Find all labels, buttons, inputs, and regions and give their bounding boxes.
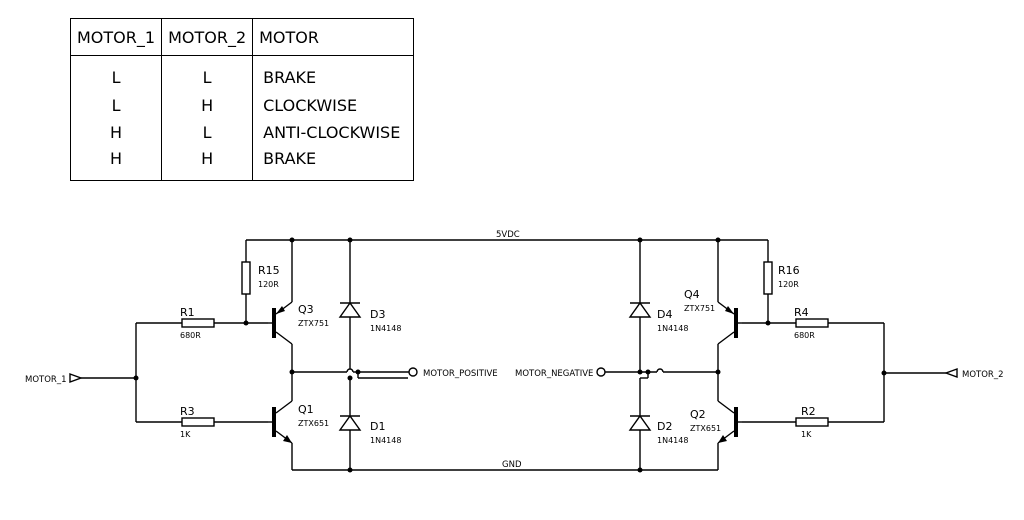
diode-d2 [628, 414, 652, 431]
transistor-q4-ref: Q4 [684, 288, 700, 301]
diode-d1-value: 1N4148 [370, 436, 401, 445]
cell-motor-state: ANTI-CLOCKWISE [252, 119, 415, 147]
resistor-r16-ref: R16 [778, 264, 800, 277]
cell-motor-state: BRAKE [252, 55, 415, 92]
resistor-r4 [795, 318, 829, 328]
transistor-q2 [717, 400, 742, 444]
diode-d2-ref: D2 [657, 420, 672, 433]
cell-motor-state: BRAKE [252, 146, 415, 181]
motor-1-port-label: MOTOR_1 [25, 375, 66, 385]
cell-motor-1: H [69, 146, 163, 181]
resistor-r15-ref: R15 [258, 264, 280, 277]
cell-motor-2: H [161, 146, 254, 181]
header-motor: MOTOR [252, 18, 415, 56]
resistor-r1-ref: R1 [180, 306, 195, 319]
cell-motor-2: L [161, 55, 254, 92]
motor-2-port-icon [943, 368, 958, 378]
motor-negative-terminal-icon [596, 367, 606, 377]
truth-table-header-row: MOTOR_1 MOTOR_2 MOTOR [69, 18, 415, 56]
resistor-r15-value: 120R [258, 280, 279, 289]
cell-motor-1: L [69, 91, 163, 119]
resistor-r2-ref: R2 [801, 405, 816, 418]
motor-positive-terminal-icon [408, 367, 418, 377]
resistor-r15 [241, 261, 251, 295]
cell-motor-2: L [161, 119, 254, 147]
cell-motor-2: H [161, 91, 254, 119]
transistor-q4-value: ZTX751 [684, 304, 715, 313]
diode-d4 [628, 301, 652, 318]
resistor-r4-value: 680R [794, 331, 815, 340]
transistor-q1-ref: Q1 [298, 403, 314, 416]
transistor-q3-value: ZTX751 [298, 319, 329, 328]
resistor-r2 [795, 417, 829, 427]
resistor-r4-ref: R4 [794, 306, 809, 319]
table-row: H L ANTI-CLOCKWISE [69, 119, 415, 147]
diode-d4-ref: D4 [657, 308, 672, 321]
diode-d3 [338, 301, 362, 318]
motor-2-port-label: MOTOR_2 [962, 370, 1003, 380]
resistor-r3 [181, 417, 215, 427]
table-row: L H CLOCKWISE [69, 91, 415, 119]
ground-rail-label: GND [502, 460, 522, 470]
resistor-r1-value: 680R [180, 331, 201, 340]
header-motor-2: MOTOR_2 [161, 18, 254, 56]
resistor-r16-value: 120R [778, 280, 799, 289]
table-row: H H BRAKE [69, 146, 415, 181]
transistor-q2-ref: Q2 [690, 408, 706, 421]
header-motor-1: MOTOR_1 [69, 18, 163, 56]
diode-d3-ref: D3 [370, 308, 385, 321]
truth-table: MOTOR_1 MOTOR_2 MOTOR L L BRAKE L H CLOC… [69, 18, 415, 181]
resistor-r3-value: 1K [180, 430, 191, 439]
motor-positive-port-label: MOTOR_POSITIVE [423, 369, 498, 379]
transistor-q1 [268, 400, 293, 444]
transistor-q3-ref: Q3 [298, 303, 314, 316]
transistor-q2-value: ZTX651 [690, 424, 721, 433]
supply-rail-label: 5VDC [496, 230, 520, 240]
cell-motor-1: H [69, 119, 163, 147]
transistor-q4 [717, 301, 742, 345]
motor-negative-port-label: MOTOR_NEGATIVE [515, 369, 593, 379]
diode-d2-value: 1N4148 [657, 436, 688, 445]
resistor-r3-ref: R3 [180, 405, 195, 418]
junction-dots [133, 237, 887, 473]
diode-d3-value: 1N4148 [370, 324, 401, 333]
diode-d1 [338, 414, 362, 431]
transistor-q1-value: ZTX651 [298, 419, 329, 428]
resistor-r2-value: 1K [801, 430, 812, 439]
motor-1-port-icon [69, 373, 84, 383]
diode-d4-value: 1N4148 [657, 324, 688, 333]
transistor-q3 [268, 301, 293, 345]
table-row: L L BRAKE [69, 55, 415, 92]
resistor-r1 [181, 318, 215, 328]
resistor-r16 [763, 261, 773, 295]
diode-d1-ref: D1 [370, 420, 385, 433]
cell-motor-state: CLOCKWISE [252, 91, 415, 119]
